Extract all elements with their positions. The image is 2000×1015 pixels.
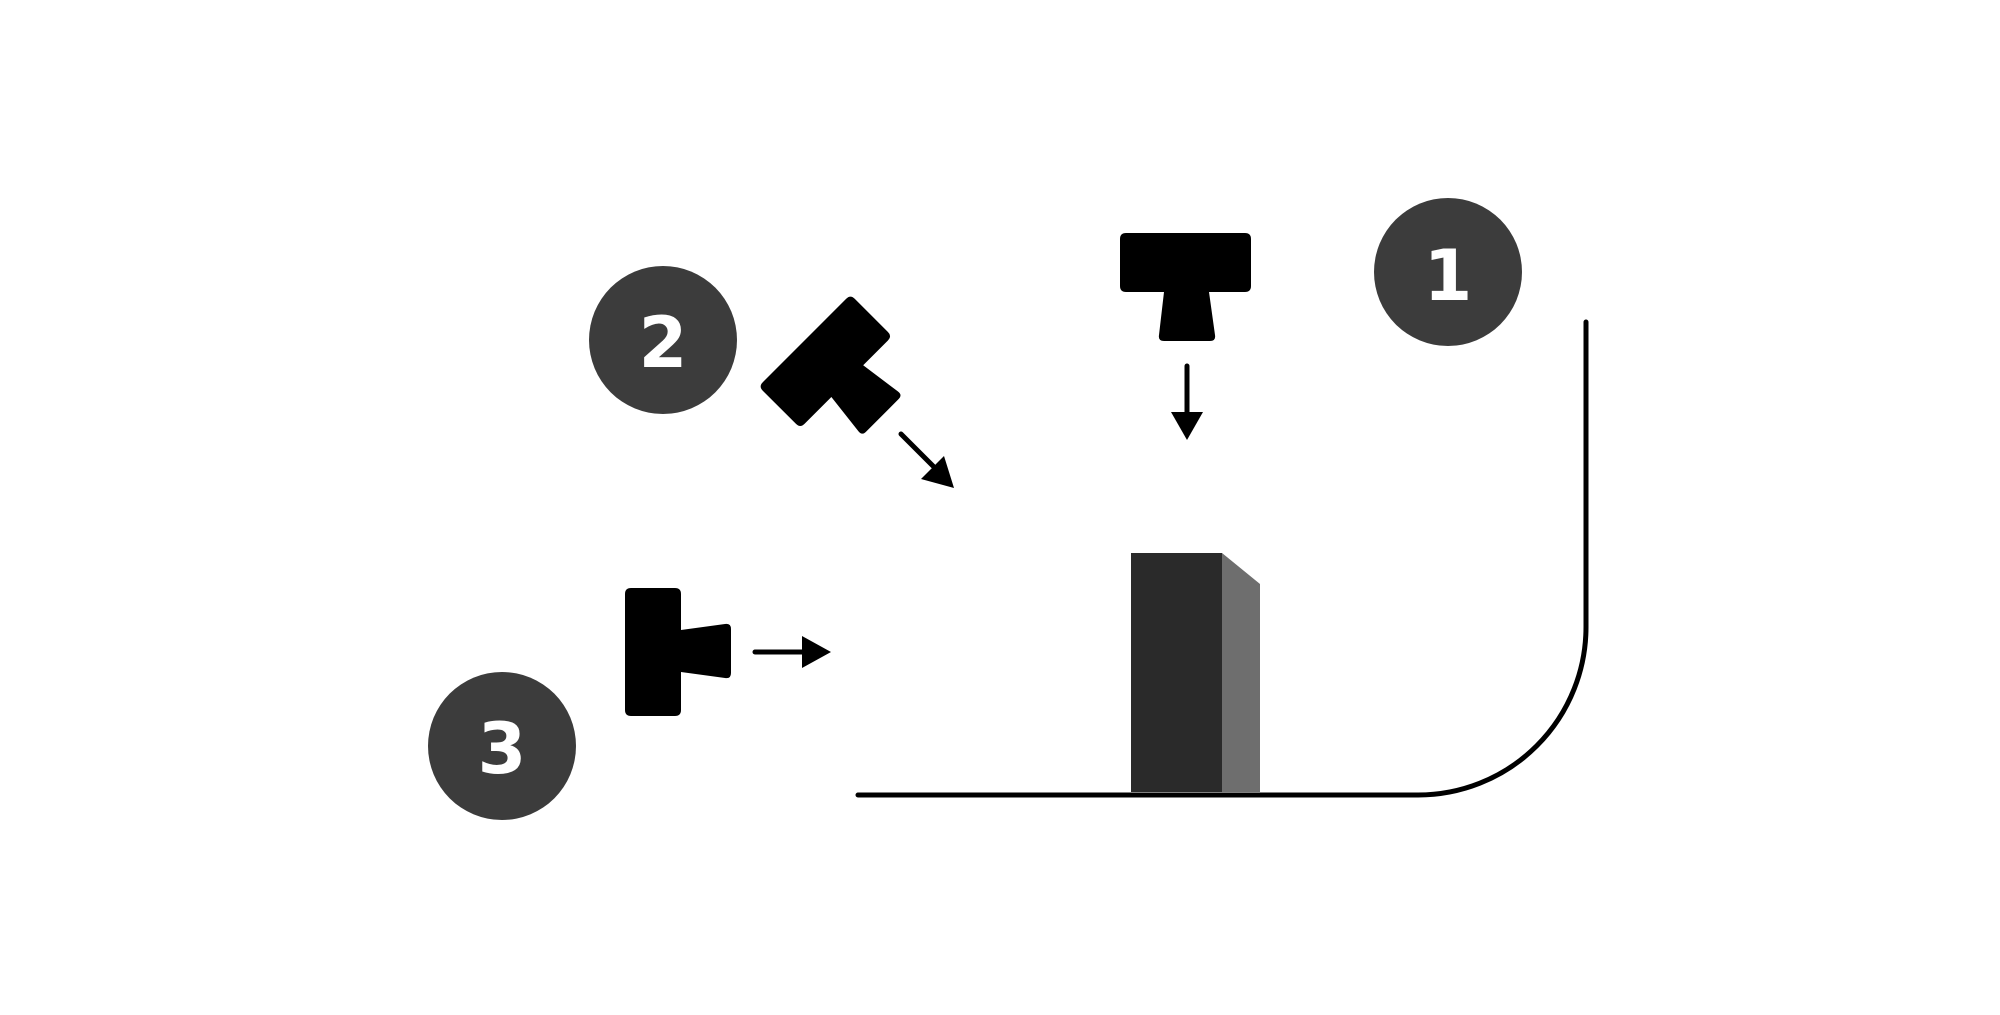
badge-3: 3 xyxy=(428,672,576,820)
light-3-arrow-right-icon xyxy=(752,636,831,668)
badge-1-circle xyxy=(1374,198,1522,346)
light-1-fixture-icon xyxy=(1120,233,1251,341)
light-2-fixture-icon xyxy=(760,296,901,434)
badge-1-label: 1 xyxy=(1424,235,1473,317)
subject-box-side xyxy=(1222,553,1260,792)
subject-box xyxy=(1131,553,1260,792)
badge-3-label: 3 xyxy=(478,708,527,790)
badge-2: 2 xyxy=(589,266,737,414)
badge-1: 1 xyxy=(1374,198,1522,346)
light-2-arrow-down-right-icon xyxy=(898,431,954,488)
light-1-arrow-down-icon xyxy=(1171,363,1203,440)
subject-box-front xyxy=(1131,553,1222,792)
badge-2-circle xyxy=(589,266,737,414)
badge-2-label: 2 xyxy=(639,302,688,384)
badge-3-circle xyxy=(428,672,576,820)
backdrop-curve xyxy=(855,319,1589,798)
light-3-fixture-icon xyxy=(625,588,731,716)
